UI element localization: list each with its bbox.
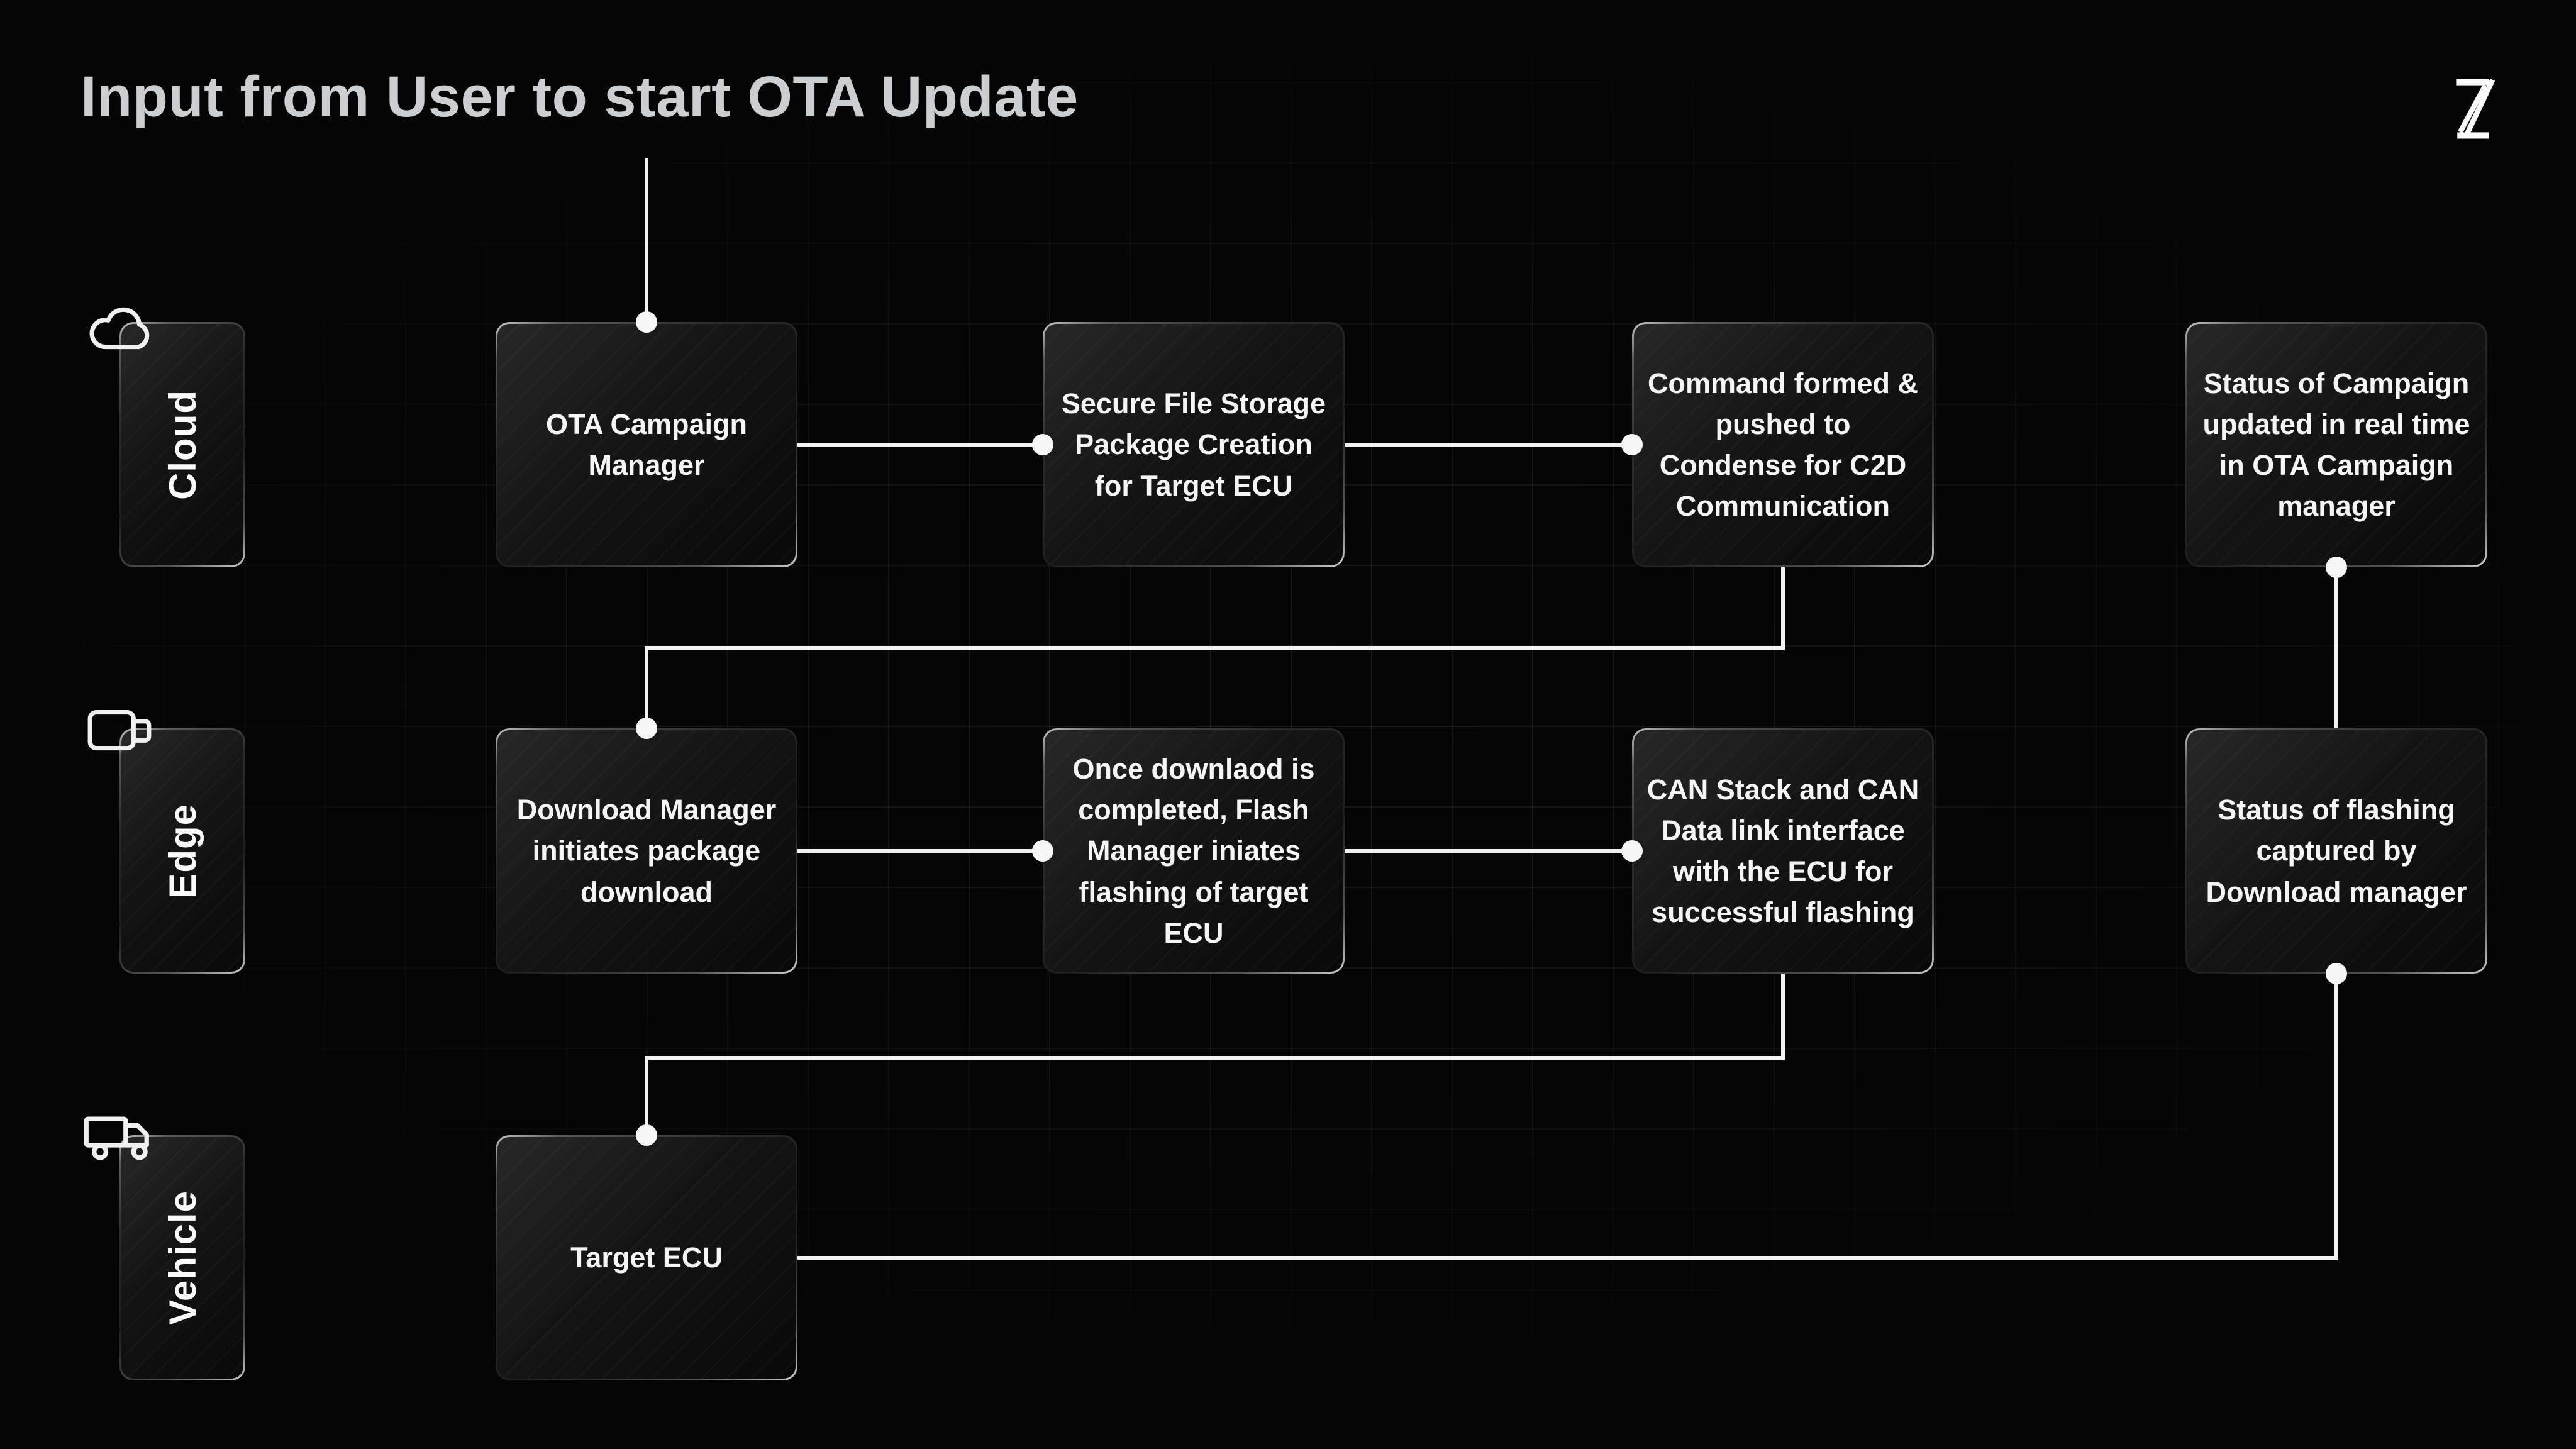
- cloud-icon: [89, 307, 150, 350]
- lane-cloud: Cloud: [119, 322, 245, 567]
- node-ota-campaign-manager: OTA Campaign Manager: [496, 322, 797, 567]
- lane-edge: Edge: [119, 728, 245, 974]
- node-can-stack: CAN Stack and CAN Data link interface wi…: [1632, 728, 1934, 974]
- edge-device-icon: [87, 709, 152, 751]
- node-secure-file-storage: Secure File Storage Package Creation for…: [1043, 322, 1345, 567]
- lane-edge-label: Edge: [161, 803, 204, 899]
- node-flash-manager: Once downlaod is completed, Flash Manage…: [1043, 728, 1345, 974]
- node-campaign-status: Status of Campaign updated in real time …: [2185, 322, 2487, 567]
- node-download-manager: Download Manager initiates package downl…: [496, 728, 797, 974]
- truck-icon: [84, 1116, 149, 1160]
- lane-cloud-label: Cloud: [161, 389, 204, 500]
- z-logo: [2456, 79, 2496, 139]
- node-flashing-status: Status of flashing captured by Download …: [2185, 728, 2487, 974]
- lane-vehicle-label: Vehicle: [161, 1191, 204, 1325]
- node-target-ecu: Target ECU: [496, 1135, 797, 1380]
- page-title: Input from User to start OTA Update: [80, 65, 1079, 129]
- node-command-formed: Command formed & pushed to Condense for …: [1632, 322, 1934, 567]
- lane-vehicle: Vehicle: [119, 1135, 245, 1380]
